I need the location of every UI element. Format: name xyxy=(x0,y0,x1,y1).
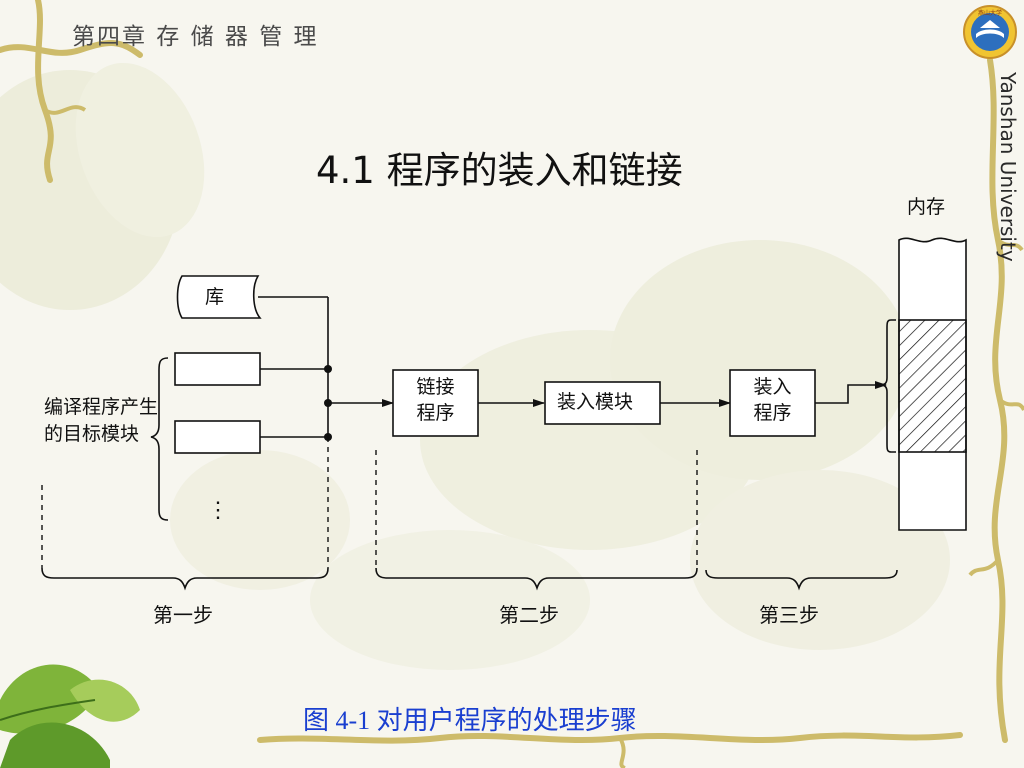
page-title: 4.1 程序的装入和链接 xyxy=(316,149,683,192)
figure-caption: 图 4-1 对用户程序的处理步骤 xyxy=(303,706,637,735)
step2-brace xyxy=(375,567,698,591)
module-box-2 xyxy=(174,420,261,454)
memory-brace xyxy=(879,319,896,453)
linker-box xyxy=(392,369,479,437)
svg-text:燕山大学: 燕山大学 xyxy=(978,9,1002,17)
load-module-box xyxy=(544,381,661,425)
loaded-region xyxy=(898,319,967,453)
library-box xyxy=(176,275,262,319)
library-label: 库 xyxy=(205,286,225,308)
memory-label: 内存 xyxy=(907,196,946,218)
loader-label-line2: 程序 xyxy=(753,402,792,424)
step1-brace xyxy=(41,567,329,591)
step2-label: 第二步 xyxy=(499,603,559,627)
university-seal-icon: 燕山大学 xyxy=(963,5,1017,59)
step1-label: 第一步 xyxy=(153,603,213,627)
chapter-title: 第四章 存 储 器 管 理 xyxy=(72,24,319,50)
loader-label: 装入 程序 xyxy=(730,374,815,426)
linker-label-line2: 程序 xyxy=(416,402,455,424)
more-modules-ellipsis: ⋮ xyxy=(207,498,229,523)
step3-label: 第三步 xyxy=(759,603,819,627)
linker-label-line1: 链接 xyxy=(416,376,455,398)
step3-brace xyxy=(705,569,898,591)
junction-dot xyxy=(324,399,332,407)
load-module-label: 装入模块 xyxy=(557,391,634,413)
linker-label: 链接 程序 xyxy=(393,374,478,426)
modules-brace xyxy=(150,357,169,521)
module-box-1 xyxy=(174,352,261,386)
loader-box xyxy=(729,369,816,437)
junction-dot xyxy=(324,365,332,373)
leaf-decoration xyxy=(0,664,140,768)
source-modules-label: 编译程序产生的目标模块 xyxy=(44,396,159,445)
loader-label-line1: 装入 xyxy=(753,376,792,398)
